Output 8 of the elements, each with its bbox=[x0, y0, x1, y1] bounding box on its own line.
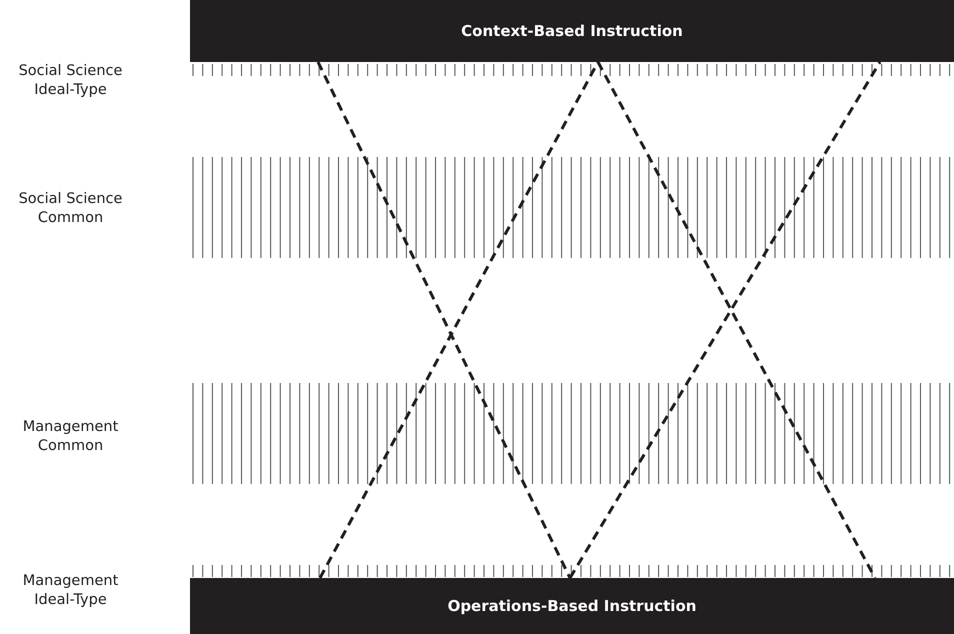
band-label: Social Science Ideal-Type bbox=[18, 62, 124, 100]
bar-title: Operations-Based Instruction bbox=[448, 597, 696, 615]
instruction-bar bbox=[190, 578, 954, 634]
bar-title: Context-Based Instruction bbox=[461, 22, 683, 40]
band-label: Management Ideal-Type bbox=[22, 572, 120, 610]
instruction-bar bbox=[190, 0, 954, 62]
band-label: Management Common bbox=[22, 418, 120, 456]
band-label: Social Science Common bbox=[18, 190, 124, 228]
